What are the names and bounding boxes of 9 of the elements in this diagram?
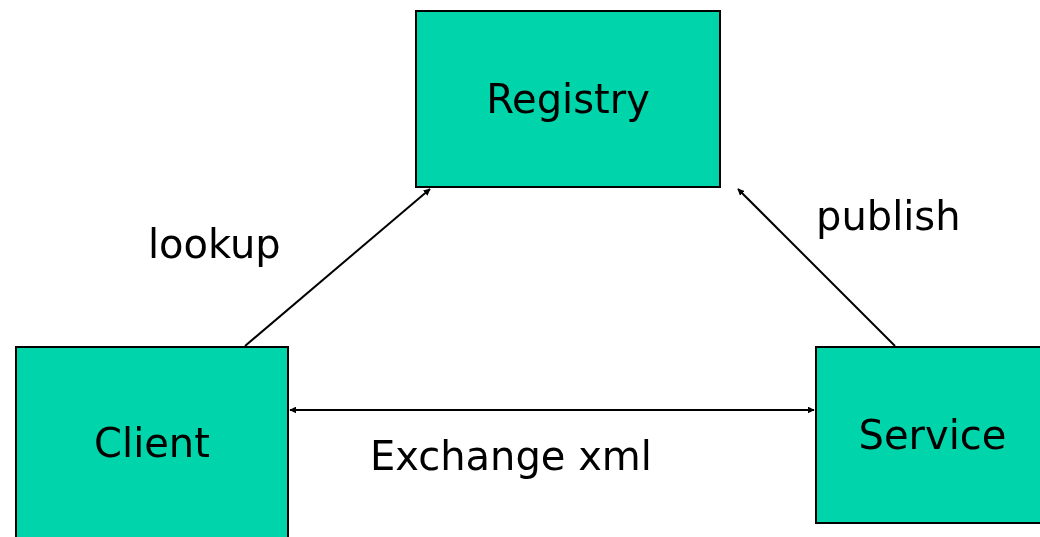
arrow: [737, 188, 896, 347]
arrow: [244, 188, 431, 347]
node-label: Service: [858, 412, 1007, 458]
process-box: [815, 346, 1040, 524]
process-box: [415, 10, 721, 188]
node-label: Client: [94, 420, 210, 466]
arrow: [289, 406, 815, 414]
process-box: [15, 346, 289, 537]
node-label: Registry: [486, 76, 650, 122]
